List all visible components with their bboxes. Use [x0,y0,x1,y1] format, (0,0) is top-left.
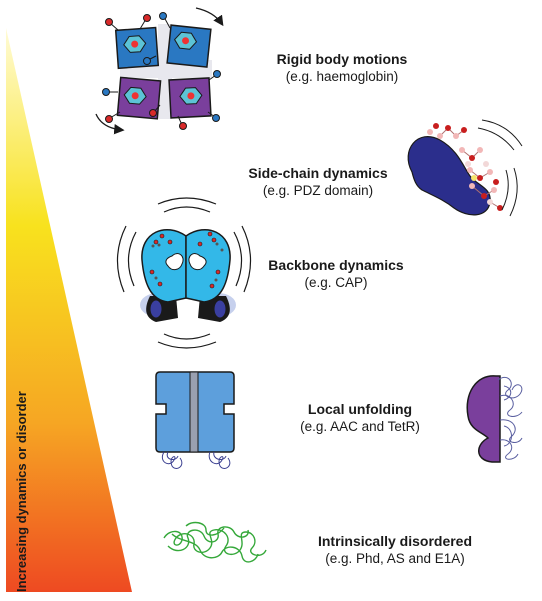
level-title: Intrinsically disordered [317,533,473,549]
level-disordered: Intrinsically disordered (e.g. Phd, AS a… [290,532,500,568]
level-title: Rigid body motions [276,51,408,67]
level-example: (e.g. haemoglobin) [285,69,399,84]
level-rigid-body: Rigid body motions (e.g. haemoglobin) [242,50,442,86]
level-example: (e.g. Phd, AS and E1A) [325,551,465,566]
level-example: (e.g. CAP) [304,275,368,290]
haemoglobin-tetramer-icon [95,7,224,135]
level-example: (e.g. AAC and TetR) [300,419,420,434]
level-title: Local unfolding [307,401,413,417]
axis-label: Increasing dynamics or disorder [14,391,29,592]
dynamics-gradient-wedge [6,28,132,592]
level-backbone: Backbone dynamics (e.g. CAP) [236,256,436,292]
level-local-unfolding: Local unfolding (e.g. AAC and TetR) [260,400,460,436]
level-side-chain: Side-chain dynamics (e.g. PDZ domain) [218,164,418,200]
tetr-protein-icon [466,375,523,463]
cap-protein-icon [116,197,252,349]
level-example: (e.g. PDZ domain) [262,183,374,198]
pdz-domain-icon [407,119,523,217]
disordered-chain-icon [163,521,267,563]
level-title: Backbone dynamics [268,257,404,273]
aac-protein-icon [155,371,235,469]
level-title: Side-chain dynamics [248,165,388,181]
